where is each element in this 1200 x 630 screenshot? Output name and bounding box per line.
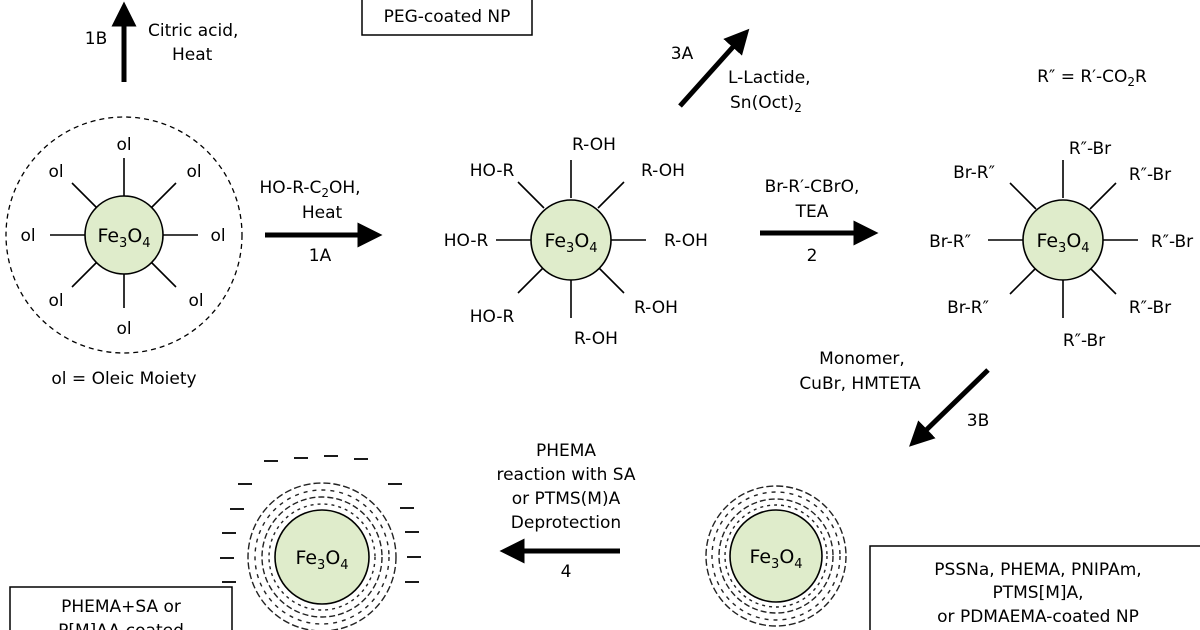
step-id: 2 — [807, 246, 818, 266]
ligand-label: Br-R″ — [953, 163, 995, 183]
step-catalyst: CuBr, HMTETA — [799, 374, 921, 394]
step-id: 3B — [967, 411, 989, 431]
iron-oxide-core — [1022, 199, 1104, 281]
oleic-coated-nanoparticle: Fe3O4 ol ol ol ol ol ol ol ol ol = Oleic… — [5, 116, 243, 389]
polymer-brush-layer — [247, 482, 397, 630]
ligand-label: ol — [188, 291, 203, 311]
ligand-label: R-OH — [664, 231, 708, 251]
step-4-arrow: PHEMA reaction with SA or PTMS(M)A Depro… — [496, 441, 635, 582]
peg-coated-box: PEG-coated NP — [361, 0, 533, 36]
phema-sa-box: PHEMA+SA or P[M]AA-coated — [9, 586, 233, 630]
ligand-label: R-OH — [634, 298, 678, 318]
ligand-label: R″-Br — [1069, 139, 1111, 159]
ligand-label: R″-Br — [1063, 331, 1105, 351]
step-id: 3A — [671, 44, 694, 64]
ligand-label: ol — [186, 162, 201, 182]
box-label: or PDMAEMA-coated NP — [937, 607, 1139, 627]
ligand-label: ol — [48, 291, 63, 311]
ligand-label: R-OH — [641, 161, 685, 181]
iron-oxide-core — [274, 509, 370, 605]
box-label: PEG-coated NP — [384, 7, 511, 27]
iron-oxide-core — [729, 509, 823, 603]
ligand-label: ol — [210, 226, 225, 246]
step-condition: Heat — [172, 45, 213, 65]
iron-oxide-core — [84, 195, 164, 275]
ligand-label: ol — [116, 319, 131, 339]
step-id: 1B — [85, 29, 107, 49]
ligand-label: HO-R — [470, 161, 515, 181]
core-label: Fe3O4 — [1036, 230, 1089, 256]
ligand-label: ol — [48, 162, 63, 182]
polymer-coated-box: PSSNa, PHEMA, PNIPAm, PTMS[M]A, or PDMAE… — [869, 545, 1200, 630]
step-catalyst: Sn(Oct)2 — [730, 93, 802, 115]
polymer-coated-nanoparticle: Fe3O4 — [705, 485, 847, 627]
negative-charge-marks — [220, 455, 421, 583]
step-3b-arrow: Monomer, CuBr, HMTETA 3B — [799, 349, 990, 447]
step-reagent: Deprotection — [511, 513, 621, 533]
step-condition: TEA — [795, 202, 829, 222]
box-label: PHEMA+SA or — [61, 597, 181, 617]
ligand-label: ol — [20, 226, 35, 246]
substituent-definition: R″ = R′-CO2R — [1037, 67, 1147, 89]
step-reagent: Br-R′-CBrO, — [765, 177, 860, 197]
step-id: 1A — [309, 246, 332, 266]
step-1b-arrow: 1B Citric acid, Heat — [85, 1, 238, 82]
step-reagent: HO-R-C2OH, — [259, 178, 360, 200]
hydroxyl-nanoparticle: Fe3O4 R-OH R-OH R-OH R-OH R-OH HO-R HO-R… — [444, 135, 708, 349]
step-3a-arrow: 3A L-Lactide, Sn(Oct)2 — [671, 28, 811, 115]
step-2-arrow: Br-R′-CBrO, TEA 2 — [760, 177, 879, 266]
legend-caption: ol = Oleic Moiety — [51, 369, 196, 389]
box-label: PTMS[M]A, — [992, 583, 1083, 603]
step-reagent: reaction with SA — [496, 465, 635, 485]
step-reagent: PHEMA — [536, 441, 596, 461]
ligand-label: HO-R — [470, 307, 515, 327]
step-reagent: L-Lactide, — [728, 68, 811, 88]
ligand-label: ol — [116, 135, 131, 155]
ligand-label: Br-R″ — [929, 232, 971, 252]
oleic-shell-outline — [5, 116, 243, 354]
ligand-label: R″-Br — [1129, 298, 1171, 318]
ligand-label: R″-Br — [1129, 165, 1171, 185]
polymer-brush-layer — [705, 485, 847, 627]
box-label: PSSNa, PHEMA, PNIPAm, — [934, 560, 1141, 580]
ligand-label: R-OH — [574, 329, 618, 349]
box-label: P[M]AA-coated — [58, 621, 184, 630]
step-reagent: Citric acid, — [148, 21, 238, 41]
ligand-label: Br-R″ — [947, 298, 989, 318]
ligand-label: HO-R — [444, 231, 489, 251]
step-1a-arrow: HO-R-C2OH, Heat 1A — [259, 178, 383, 266]
bromo-initiator-nanoparticle: R″ = R′-CO2R Fe3O4 R″-Br R″-Br R″-Br R″-… — [929, 67, 1193, 351]
step-id: 4 — [561, 562, 572, 582]
ligand-label: R-OH — [572, 135, 616, 155]
iron-oxide-core — [530, 199, 612, 281]
step-reagent: or PTMS(M)A — [512, 489, 621, 509]
charged-polymer-nanoparticle: Fe3O4 — [220, 455, 421, 630]
step-condition: Heat — [302, 203, 343, 223]
ligand-label: R″-Br — [1151, 232, 1193, 252]
step-reagent: Monomer, — [819, 349, 905, 369]
